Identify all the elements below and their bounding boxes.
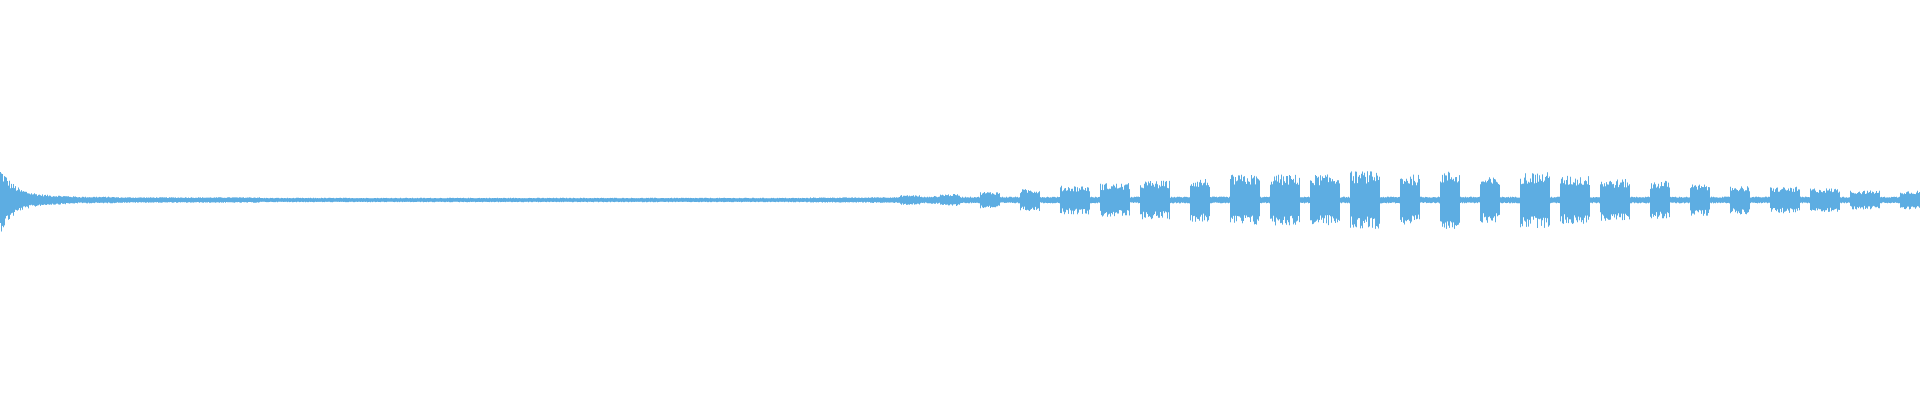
waveform-samples bbox=[0, 171, 1920, 232]
